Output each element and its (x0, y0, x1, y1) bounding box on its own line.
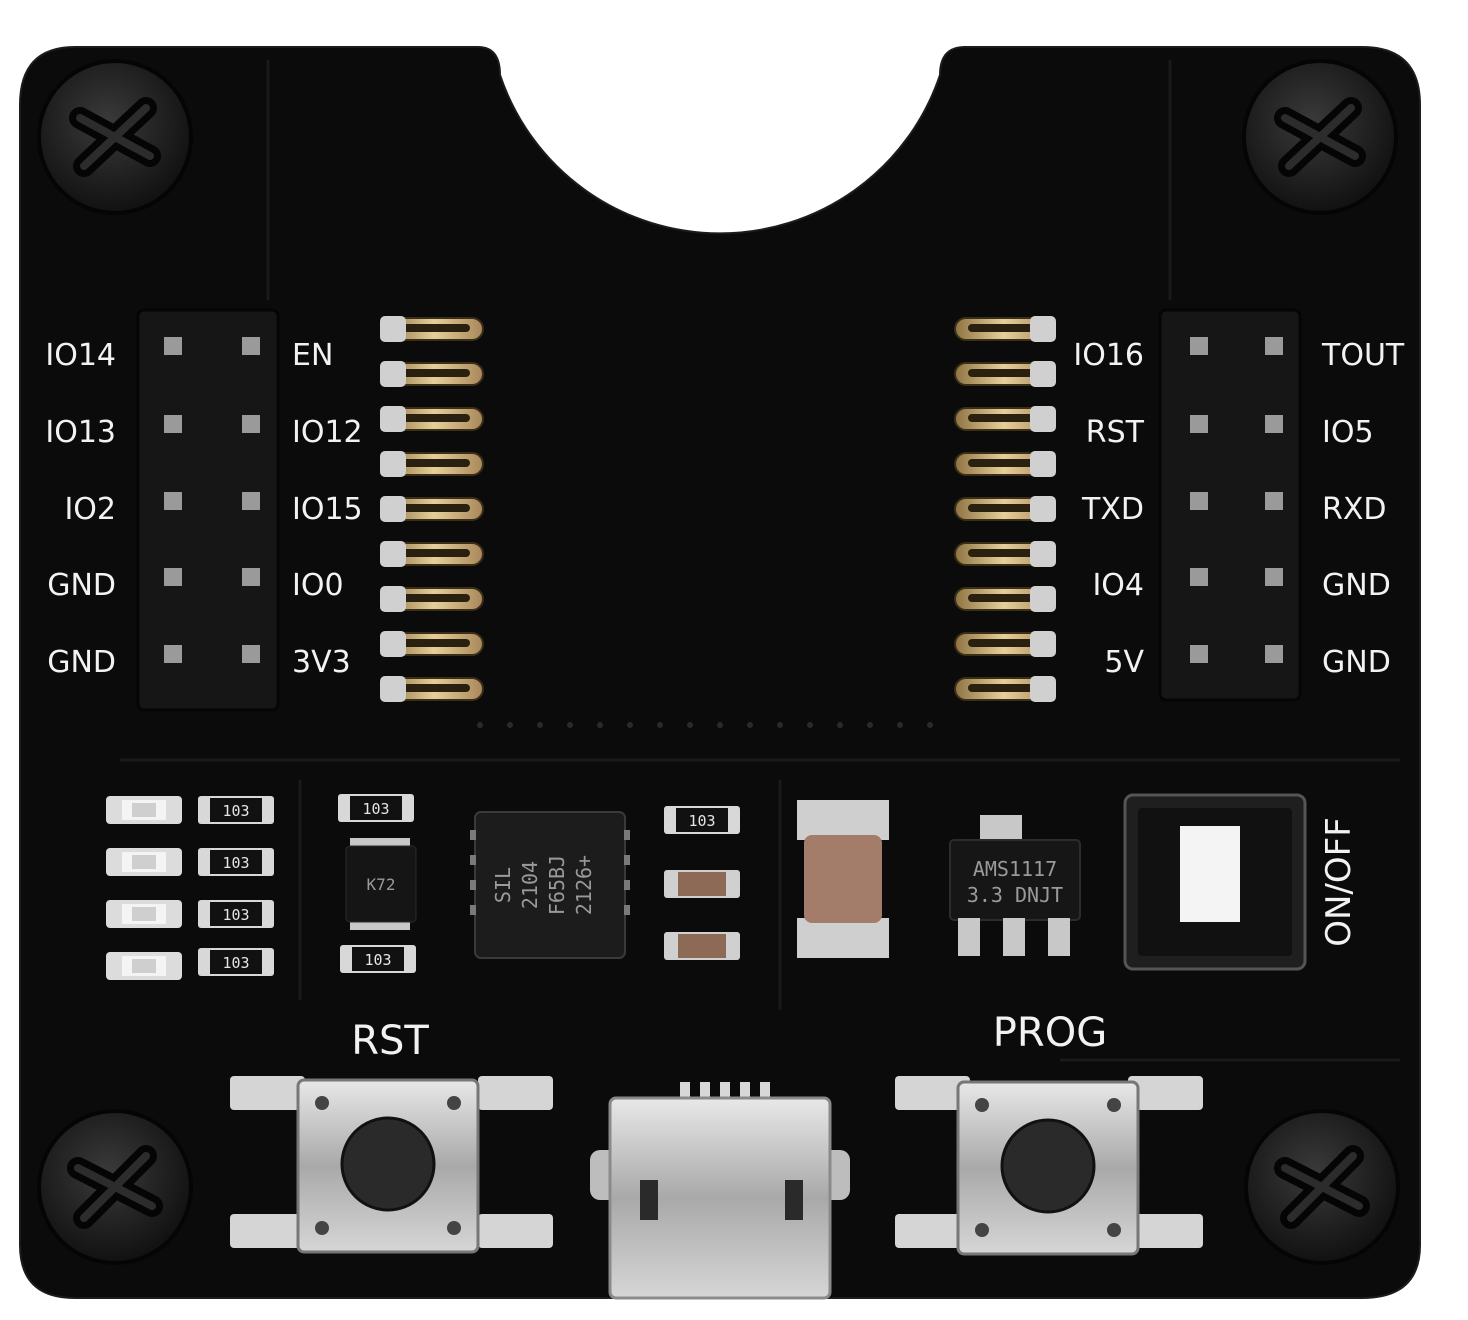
label-gnd-right-1: GND (1322, 568, 1391, 603)
resistor-r5: 103 (362, 800, 389, 818)
capacitor-large (797, 800, 889, 958)
label-3v3: 3V3 (292, 645, 351, 680)
regulator-marking-line-1: AMS1117 (973, 857, 1057, 881)
via-row (477, 722, 933, 728)
capacitors-small (664, 870, 740, 960)
chip-marking-line-3: F65BJ (545, 855, 569, 915)
label-io0: IO0 (292, 568, 344, 603)
spring-pins-left (379, 316, 484, 703)
label-io16: IO16 (1073, 338, 1144, 373)
label-io5: IO5 (1322, 415, 1374, 450)
spring-pins-right (954, 316, 1057, 703)
label-on-off: ON/OFF (1319, 817, 1359, 947)
label-io2: IO2 (64, 492, 116, 527)
resistor-r7: 103 (688, 812, 715, 830)
resistor-r4: 103 (222, 954, 249, 972)
regulator-marking-line-2: 3.3 DNJT (967, 883, 1063, 907)
label-io15: IO15 (292, 492, 363, 527)
label-gnd-right-2: GND (1322, 645, 1391, 680)
left-pin-header (136, 308, 280, 712)
label-rst-button: RST (351, 1018, 429, 1064)
label-tout: TOUT (1321, 338, 1405, 373)
label-txd: TXD (1081, 492, 1144, 527)
resistor-r6: 103 (364, 951, 391, 969)
label-rst-pin: RST (1086, 415, 1145, 450)
micro-usb-port[interactable] (590, 1082, 850, 1300)
label-en: EN (292, 338, 333, 373)
label-io14: IO14 (45, 338, 116, 373)
pcb-board (19, 46, 1421, 1299)
chip-marking-line-4: 2126+ (572, 855, 596, 915)
screw-top-left (37, 59, 193, 215)
label-5v: 5V (1104, 645, 1144, 680)
led-array (106, 796, 182, 980)
screw-bottom-right (1244, 1109, 1400, 1265)
chip-marking-line-1: SIL (491, 867, 515, 903)
pcb-traces (120, 60, 1400, 1062)
screw-top-right (1242, 59, 1398, 215)
label-gnd-left-1: GND (47, 568, 116, 603)
label-gnd-left-2: GND (47, 645, 116, 680)
usb-uart-chip: SIL 2104 F65BJ 2126+ (470, 811, 630, 959)
small-ic-marking: K72 (367, 875, 396, 894)
label-io12: IO12 (292, 415, 363, 450)
voltage-regulator: AMS1117 3.3 DNJT (949, 815, 1081, 956)
rst-button[interactable] (230, 1076, 553, 1254)
resistor-r2: 103 (222, 854, 249, 872)
power-switch (1123, 793, 1307, 971)
label-io4: IO4 (1092, 568, 1144, 603)
right-pin-header (1158, 308, 1302, 702)
label-prog-button: PROG (993, 1010, 1107, 1056)
resistor-r1: 103 (222, 802, 249, 820)
prog-button[interactable] (895, 1076, 1203, 1256)
label-rxd: RXD (1322, 492, 1387, 527)
label-io13: IO13 (45, 415, 116, 450)
resistor-r3: 103 (222, 906, 249, 924)
chip-marking-line-2: 2104 (518, 861, 542, 909)
small-ic: K72 (345, 838, 417, 930)
screw-bottom-left (37, 1109, 193, 1265)
